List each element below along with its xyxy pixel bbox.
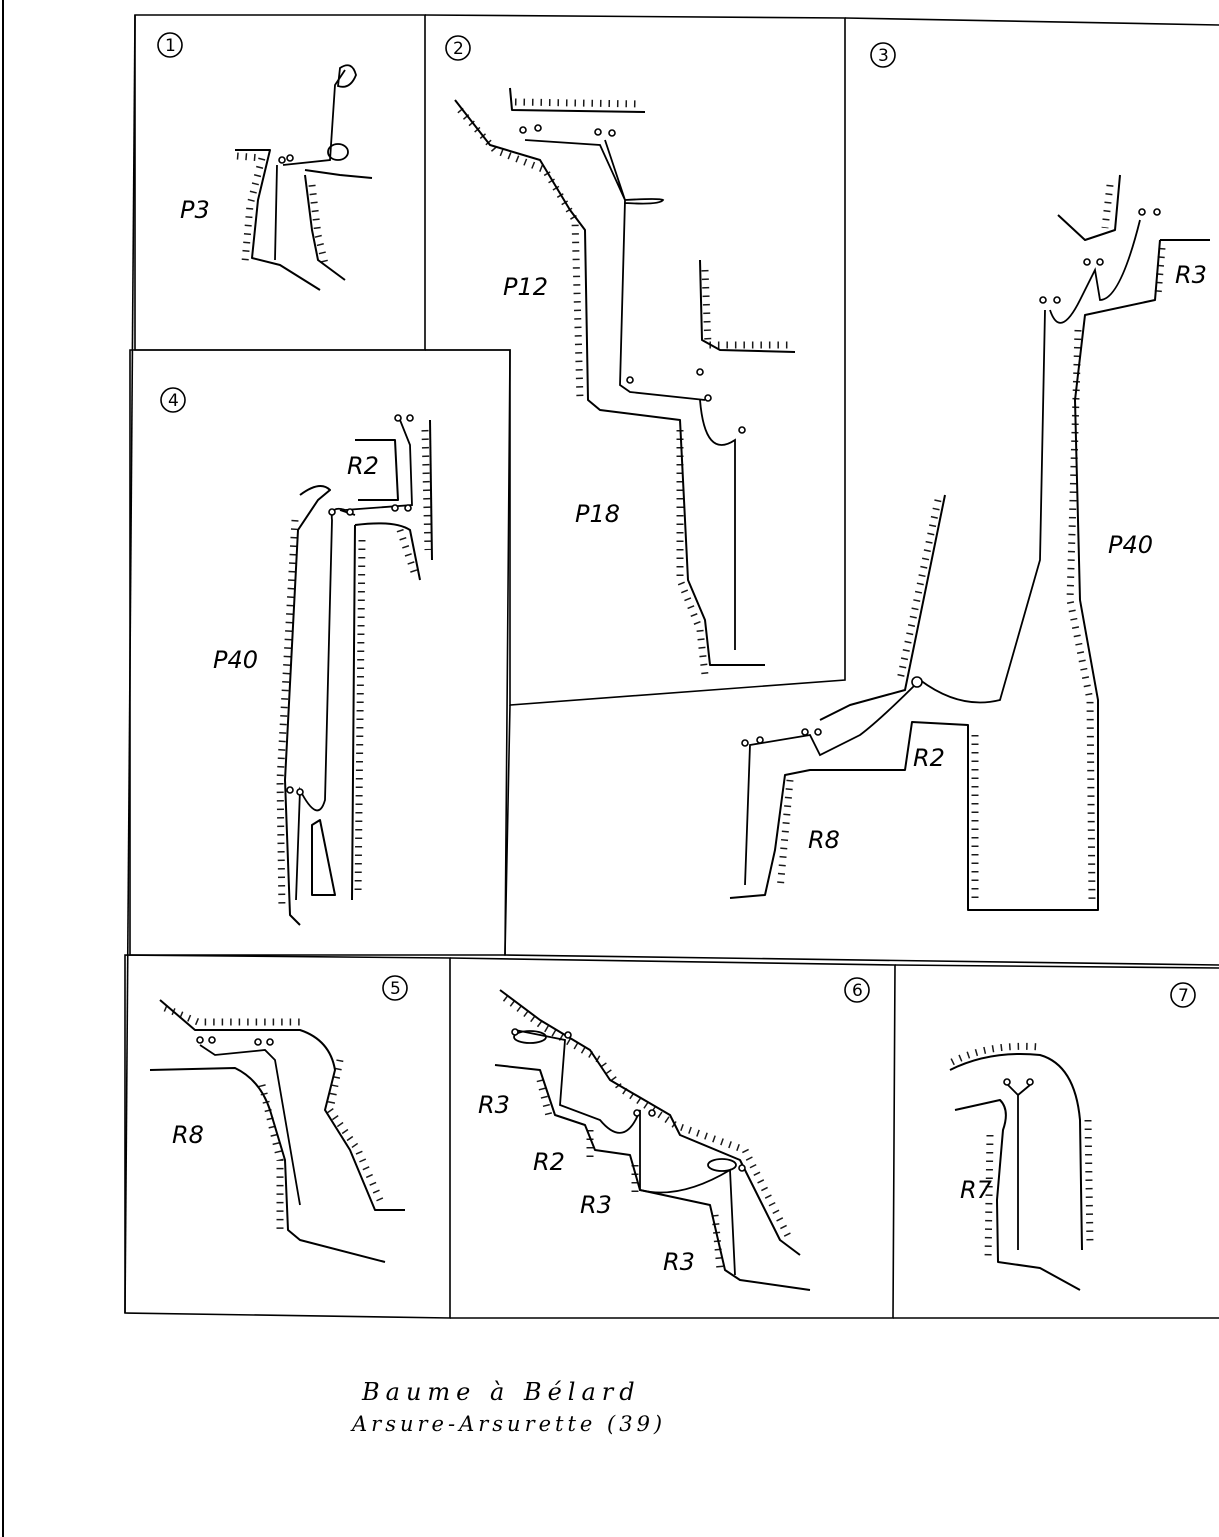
pitch-label: R2 (533, 1148, 565, 1176)
panel-1: 1 P3 (157, 32, 373, 291)
panel-number: 5 (390, 979, 401, 999)
pitch-label: R2 (347, 452, 379, 480)
caption-location: Arsure-Arsurette (39) (352, 1412, 667, 1436)
pitch-label: R3 (478, 1091, 510, 1119)
pitch-label: R3 (1175, 261, 1207, 289)
pitch-label: R3 (580, 1191, 612, 1219)
pitch-label: P40 (1108, 531, 1153, 559)
pitch-label: R2 (913, 744, 945, 772)
panel-number: 3 (878, 46, 889, 66)
pitch-label: R3 (663, 1248, 695, 1276)
pitch-label: R7 (960, 1176, 993, 1204)
panel-7: 7 R7 (949, 982, 1196, 1291)
pitch-label: R8 (808, 826, 840, 854)
panel-frames (124, 14, 1219, 1319)
panel-4: 4 R2 P40 (160, 387, 433, 926)
pitch-label: P40 (213, 646, 258, 674)
panel-5: 5 R8 (149, 975, 408, 1263)
panel-number: 1 (165, 36, 176, 56)
panel-6: 6 R3 R2 R3 R3 (478, 977, 870, 1291)
panel-number-circle (157, 32, 183, 58)
caption-title: Baume à Bélard (362, 1378, 641, 1406)
panel-number: 2 (453, 39, 464, 59)
pitch-label: R8 (172, 1121, 204, 1149)
pitch-label: P12 (503, 273, 548, 301)
panel-2: 2 P12 P18 (445, 35, 796, 676)
pitch-label: P18 (575, 500, 620, 528)
panel-number: 6 (852, 981, 863, 1001)
panel-number: 4 (168, 391, 179, 411)
panel-number: 7 (1178, 986, 1189, 1006)
pitch-label: P3 (180, 196, 210, 224)
panel-3: 3 R3 P40 R2 R8 (729, 42, 1210, 911)
